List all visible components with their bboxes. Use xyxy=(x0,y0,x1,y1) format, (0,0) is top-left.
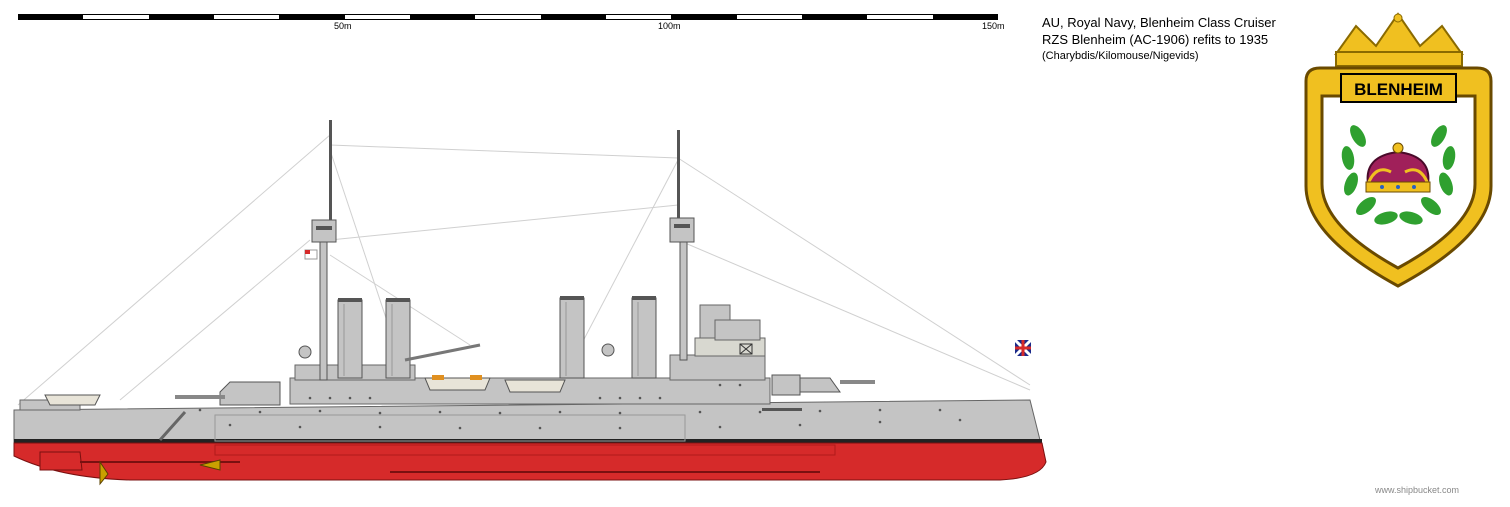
hull xyxy=(13,399,1047,486)
scale-label-50m: 50m xyxy=(334,21,352,31)
scale-bar: 50m 100m 150m xyxy=(18,14,1005,31)
scale-bar-segment xyxy=(867,14,933,20)
scale-bar-segment xyxy=(671,14,737,20)
title-block: AU, Royal Navy, Blenheim Class Cruiser R… xyxy=(1042,14,1276,64)
title-line-1: AU, Royal Navy, Blenheim Class Cruiser xyxy=(1042,15,1276,30)
scale-label-150m: 150m xyxy=(982,21,1005,31)
crest-name: BLENHEIM xyxy=(1354,80,1443,99)
title-line-2: RZS Blenheim (AC-1906) refits to 1935 xyxy=(1042,32,1269,47)
scale-bar-segment xyxy=(279,14,345,20)
ship-boats xyxy=(44,375,566,406)
title-line-3: (Charybdis/Kilomouse/Nigevids) xyxy=(1042,50,1199,62)
scale-bar-segment xyxy=(540,14,606,20)
ship-profile-drawing xyxy=(13,120,1047,486)
scale-bar-segment xyxy=(736,14,802,20)
scale-bar-segment xyxy=(605,14,672,20)
scale-bar-segment xyxy=(932,14,998,20)
gun-turrets xyxy=(175,343,875,406)
scale-bar-segment xyxy=(213,14,280,20)
portholes xyxy=(308,383,742,400)
crest-name-scroll xyxy=(1340,73,1457,103)
scale-bar-segment xyxy=(801,14,868,20)
scale-bar-segment xyxy=(148,14,214,20)
site-credit: www.shipbucket.com xyxy=(1375,485,1460,495)
masts xyxy=(311,120,695,381)
ensign-flag xyxy=(304,249,318,260)
rigging-lines xyxy=(17,134,1031,406)
funnels xyxy=(337,296,657,379)
crest-naval-crown xyxy=(1334,12,1464,67)
crest-crown-emblem xyxy=(1365,142,1431,193)
union-jack-flag xyxy=(1013,338,1033,358)
scale-bar-segment xyxy=(83,14,149,20)
scale-label-100m: 100m xyxy=(658,21,681,31)
scale-bar-segment xyxy=(344,14,410,20)
ship-crest-badge: BLENHEIM xyxy=(1304,12,1493,288)
scale-bar-segment xyxy=(409,14,476,20)
scale-bar-segment xyxy=(18,14,84,20)
scale-bar-segment xyxy=(475,14,541,20)
laurel-wreath-icon xyxy=(1341,125,1456,225)
